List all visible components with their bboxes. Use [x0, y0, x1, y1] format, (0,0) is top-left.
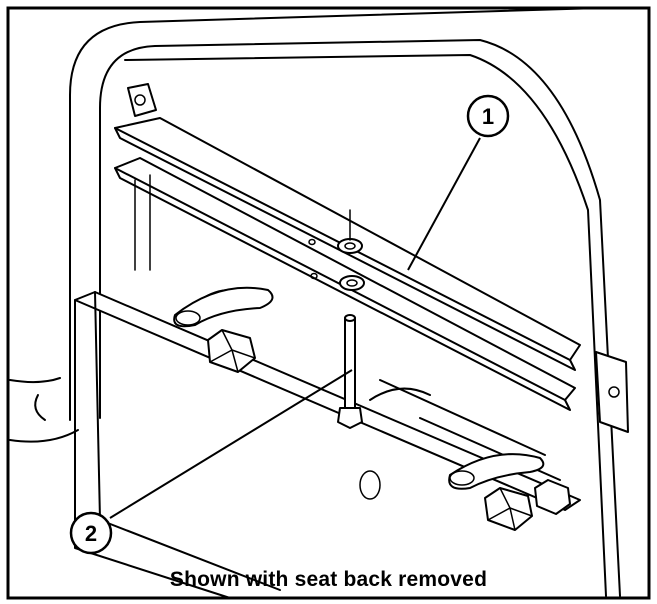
right-bumpers	[484, 479, 571, 531]
callout-2: 2	[69, 511, 113, 555]
left-base-frame	[9, 377, 79, 443]
figure-border	[6, 6, 651, 600]
bolt	[337, 314, 363, 429]
cross-tube	[199, 289, 561, 481]
callout-2-label: 2	[85, 521, 97, 546]
figure-caption: Shown with seat back removed	[169, 568, 488, 591]
callout-2-leader	[109, 369, 353, 519]
callout-1-label: 1	[482, 104, 494, 129]
callout-1-leader	[407, 137, 481, 271]
plate-fasteners	[308, 209, 365, 291]
left-upper-bracket	[127, 83, 157, 117]
callout-1: 1	[466, 94, 510, 138]
seat-base	[74, 291, 581, 599]
left-strap-clip	[173, 286, 274, 328]
right-side-bracket	[595, 351, 629, 433]
left-bumper	[207, 329, 256, 373]
tube-frame	[69, 7, 621, 597]
right-strap-clip	[448, 453, 545, 490]
